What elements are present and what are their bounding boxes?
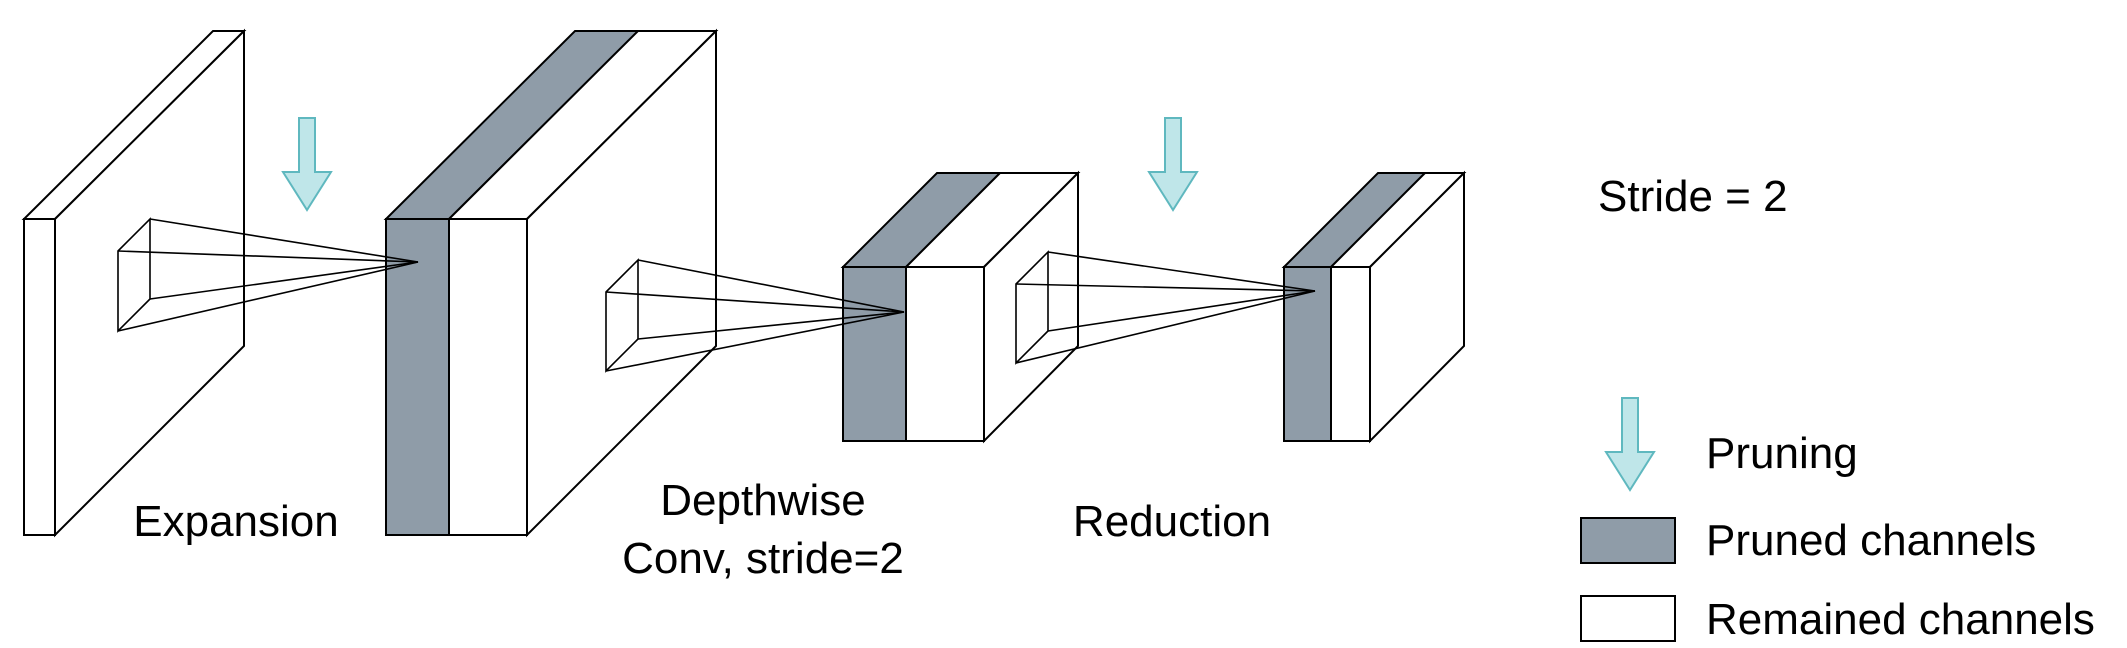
receptive-field-expansion xyxy=(117,217,419,333)
legend-pruning-label: Pruning xyxy=(1706,429,1858,478)
down-arrow-icon xyxy=(1604,397,1656,492)
receptive-field-depthwise xyxy=(605,258,905,373)
down-arrow-icon xyxy=(1147,117,1199,212)
reduced-feature-map xyxy=(1281,170,1467,444)
legend-pruned-swatch xyxy=(1580,517,1676,564)
label-depthwise-line1: Depthwise xyxy=(660,476,865,525)
legend: Pruning Pruned channels Remained channel… xyxy=(1580,397,2095,644)
input-feature-map xyxy=(21,28,247,538)
legend-remained-swatch xyxy=(1580,595,1676,642)
depthwise-front-pruned xyxy=(842,266,907,442)
expanded-front-remained xyxy=(448,218,528,536)
receptive-field-reduction xyxy=(1015,250,1316,365)
reduced-front-pruned xyxy=(1283,266,1332,442)
down-arrow-icon xyxy=(281,117,333,212)
input-map-front xyxy=(23,218,56,536)
label-depthwise-line2: Conv, stride=2 xyxy=(622,534,904,583)
expanded-feature-map xyxy=(383,28,719,538)
legend-pruned-label: Pruned channels xyxy=(1706,516,2036,565)
depthwise-front-remained xyxy=(905,266,985,442)
reduced-front-remained xyxy=(1330,266,1371,442)
depthwise-feature-map xyxy=(840,170,1081,444)
legend-remained-label: Remained channels xyxy=(1706,595,2095,644)
label-expansion: Expansion xyxy=(133,497,338,546)
label-stride: Stride = 2 xyxy=(1598,172,1788,221)
label-reduction: Reduction xyxy=(1073,497,1271,546)
